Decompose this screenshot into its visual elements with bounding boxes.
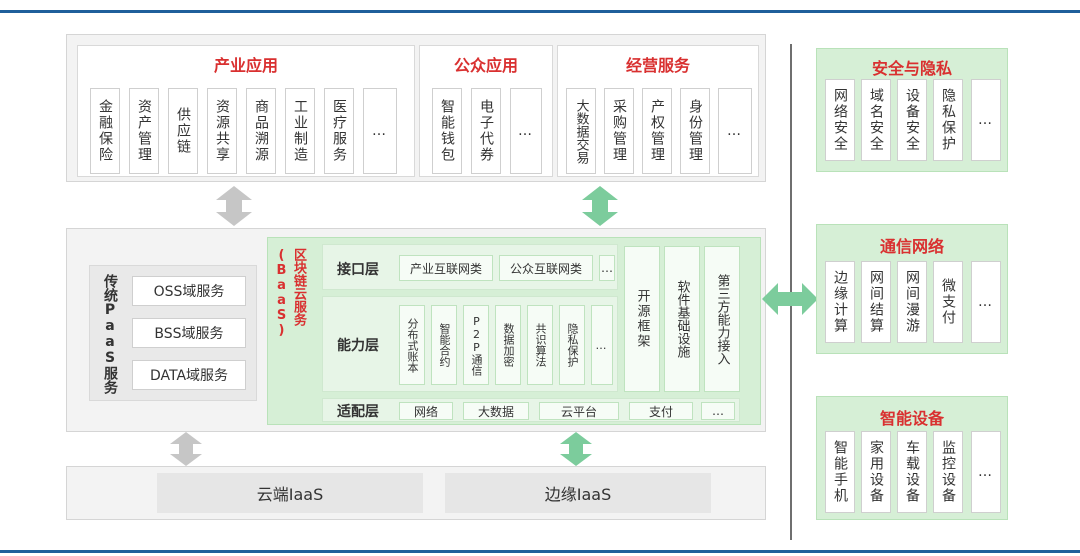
- ability-layer: 能力层 分布式账本 智能合约 P2P通信 数据加密 共识算法 隐私保护 …: [322, 296, 618, 392]
- ability-item: 共识算法: [527, 305, 553, 385]
- adapter-layer-label: 适配层: [337, 404, 379, 420]
- adapter-item: 网络: [399, 402, 453, 420]
- ability-item: 智能合约: [431, 305, 457, 385]
- device-item: 监控设备: [933, 431, 963, 513]
- public-item: 电子代券: [471, 88, 501, 174]
- industry-group: 产业应用 金融保险 资产管理 供应链 资源共享 商品溯源 工业制造 医疗服务 …: [77, 45, 415, 177]
- security-title: 安全与隐私: [871, 59, 952, 78]
- ability-item: P2P通信: [463, 305, 489, 385]
- business-item: 采购管理: [604, 88, 634, 174]
- industry-item: 工业制造: [285, 88, 315, 174]
- ability-item: 数据加密: [495, 305, 521, 385]
- paas-service: DATA域服务: [132, 360, 246, 390]
- bottom-rule: [0, 550, 1080, 553]
- network-item: 网间结算: [861, 261, 891, 343]
- device-item: 家用设备: [861, 431, 891, 513]
- network-title: 通信网络: [879, 237, 944, 256]
- interface-layer-label: 接口层: [337, 262, 379, 278]
- traditional-paas-group: 传统PaaS服务 OSS域服务 BSS域服务 DATA域服务: [89, 265, 257, 401]
- green-double-arrow-icon: [560, 432, 592, 466]
- baas-column: 软件基础设施: [664, 246, 700, 392]
- public-item: 智能钱包: [432, 88, 462, 174]
- gray-double-arrow-icon: [170, 432, 202, 466]
- iaas-item: 边缘IaaS: [445, 473, 711, 513]
- industry-item: 供应链: [168, 88, 198, 174]
- business-group: 经营服务 大数据交易 采购管理 产权管理 身份管理 …: [557, 45, 759, 177]
- business-more: …: [718, 88, 752, 174]
- industry-item: 金融保险: [90, 88, 120, 174]
- industry-more: …: [363, 88, 397, 174]
- top-rule: [0, 10, 1080, 13]
- security-more: …: [971, 79, 1001, 161]
- interface-item: 公众互联网类: [499, 255, 593, 281]
- gray-double-arrow-icon: [216, 186, 252, 226]
- devices-title: 智能设备: [879, 409, 944, 428]
- iaas-item: 云端IaaS: [157, 473, 423, 513]
- top-panel: 产业应用 金融保险 资产管理 供应链 资源共享 商品溯源 工业制造 医疗服务 ……: [66, 34, 766, 182]
- network-item: 网间漫游: [897, 261, 927, 343]
- industry-item: 商品溯源: [246, 88, 276, 174]
- baas-column: 开源框架: [624, 246, 660, 392]
- industry-item: 医疗服务: [324, 88, 354, 174]
- baas-group: 区块链云服务 (BaaS) 接口层 产业互联网类 公众互联网类 … 能力层 分布…: [267, 237, 761, 425]
- business-item: 产权管理: [642, 88, 672, 174]
- business-title: 经营服务: [625, 56, 690, 75]
- middle-panel: 传统PaaS服务 OSS域服务 BSS域服务 DATA域服务 区块链云服务 (B…: [66, 228, 766, 432]
- network-item: 边缘计算: [825, 261, 855, 343]
- ability-item: 隐私保护: [559, 305, 585, 385]
- paas-service: OSS域服务: [132, 276, 246, 306]
- network-item: 微支付: [933, 261, 963, 343]
- paas-service: BSS域服务: [132, 318, 246, 348]
- interface-more: …: [599, 255, 615, 281]
- business-item: 身份管理: [680, 88, 710, 174]
- network-panel: 通信网络 边缘计算 网间结算 网间漫游 微支付 …: [816, 224, 1008, 354]
- ability-layer-label: 能力层: [337, 338, 379, 354]
- interface-item: 产业互联网类: [399, 255, 493, 281]
- baas-label: 区块链云服务 (BaaS): [274, 248, 306, 338]
- security-item: 域名安全: [861, 79, 891, 161]
- public-more: …: [510, 88, 542, 174]
- public-title: 公众应用: [453, 56, 518, 75]
- adapter-more: …: [701, 402, 735, 420]
- security-item: 网络安全: [825, 79, 855, 161]
- network-more: …: [971, 261, 1001, 343]
- public-group: 公众应用 智能钱包 电子代券 …: [419, 45, 553, 177]
- industry-item: 资产管理: [129, 88, 159, 174]
- bottom-panel: 云端IaaS 边缘IaaS: [66, 466, 766, 520]
- industry-item: 资源共享: [207, 88, 237, 174]
- adapter-item: 大数据: [463, 402, 529, 420]
- green-double-arrow-icon: [582, 186, 618, 226]
- business-item: 大数据交易: [566, 88, 596, 174]
- device-more: …: [971, 431, 1001, 513]
- device-item: 车载设备: [897, 431, 927, 513]
- devices-panel: 智能设备 智能手机 家用设备 车载设备 监控设备 …: [816, 396, 1008, 520]
- device-item: 智能手机: [825, 431, 855, 513]
- adapter-layer: 适配层 网络 大数据 云平台 支付 …: [322, 398, 740, 422]
- security-panel: 安全与隐私 网络安全 域名安全 设备安全 隐私保护 …: [816, 48, 1008, 172]
- interface-layer: 接口层 产业互联网类 公众互联网类 …: [322, 244, 618, 290]
- ability-item: 分布式账本: [399, 305, 425, 385]
- baas-column: 第三方能力接入: [704, 246, 740, 392]
- security-item: 隐私保护: [933, 79, 963, 161]
- adapter-item: 支付: [629, 402, 693, 420]
- security-item: 设备安全: [897, 79, 927, 161]
- industry-title: 产业应用: [213, 56, 278, 75]
- ability-more: …: [591, 305, 613, 385]
- green-horizontal-arrow-icon: [762, 283, 818, 315]
- adapter-item: 云平台: [539, 402, 619, 420]
- traditional-paas-label: 传统PaaS服务: [102, 274, 118, 394]
